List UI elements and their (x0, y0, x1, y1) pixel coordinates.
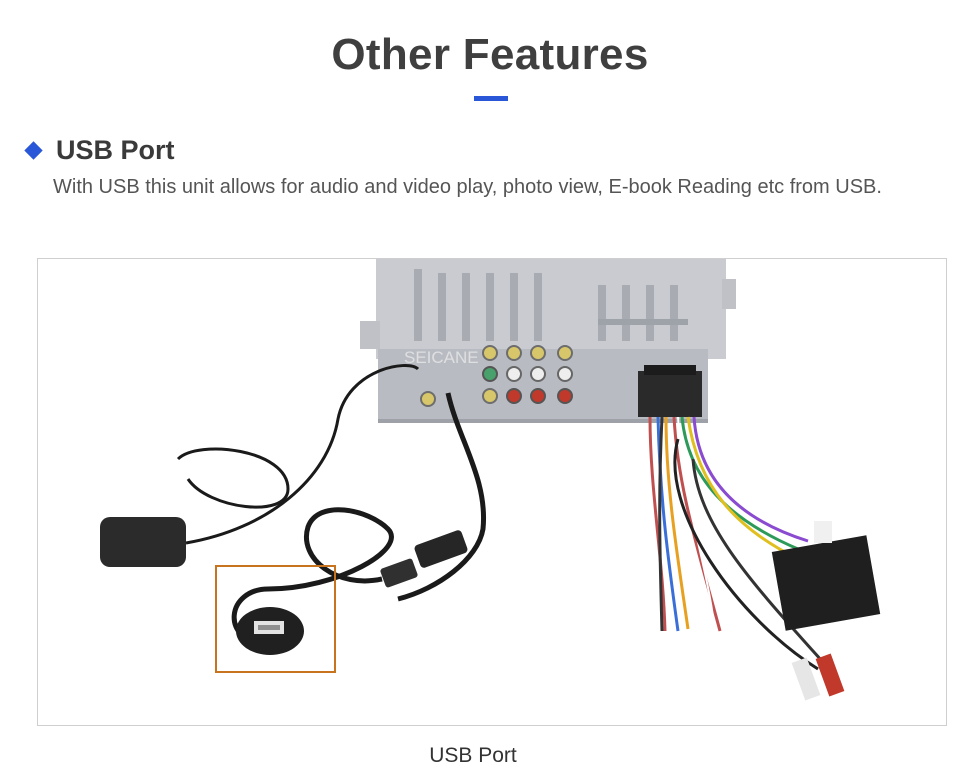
diamond-bullet-icon (24, 140, 43, 160)
rca-plugs (791, 653, 845, 701)
product-photo: SEICANE (37, 258, 947, 726)
head-unit-wiring-illustration: SEICANE (100, 259, 881, 701)
watermark-text: SEICANE (404, 348, 479, 367)
section-title: USB Port (56, 134, 175, 165)
title-underline (474, 96, 508, 101)
head-unit-chassis: SEICANE (360, 259, 736, 423)
harness-connector (638, 365, 702, 417)
iso-adapter (771, 521, 881, 631)
harness-wires (648, 416, 840, 680)
rca-jack-panel (420, 345, 573, 407)
usb-port-highlight-box (215, 565, 336, 673)
usb-cable (231, 392, 487, 655)
page-title: Other Features (331, 30, 649, 79)
section-description: With USB this unit allows for audio and … (53, 176, 882, 198)
gps-antenna (100, 364, 420, 567)
figure-caption: USB Port (429, 744, 517, 767)
section-heading: USB Port (24, 132, 175, 168)
